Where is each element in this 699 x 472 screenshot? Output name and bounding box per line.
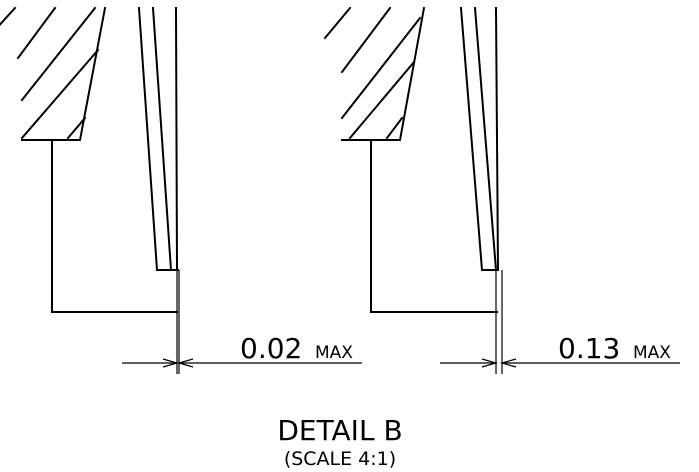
right-pocket-outline — [370, 139, 498, 313]
right-view: 0.13 MAX — [323, 6, 680, 374]
left-dimension-suffix: MAX — [315, 343, 353, 363]
right-dimension-line — [440, 358, 680, 368]
detail-title: DETAIL B — [277, 414, 402, 447]
detail-scale: (SCALE 4:1) — [284, 448, 396, 470]
left-hatching — [0, 6, 100, 140]
right-dimension-suffix: MAX — [633, 343, 671, 363]
left-pocket-outline — [51, 139, 178, 313]
right-leaning-part — [459, 6, 500, 272]
left-block-chamfer — [21, 6, 107, 141]
left-dimension-value: 0.02 — [240, 332, 302, 365]
left-leaning-part — [137, 6, 179, 272]
right-block-chamfer — [341, 6, 426, 141]
left-view: 0.02 MAX — [0, 6, 362, 374]
right-hatching — [323, 6, 422, 140]
left-dimension-line — [122, 358, 362, 368]
right-dimension-value: 0.13 — [558, 332, 620, 365]
